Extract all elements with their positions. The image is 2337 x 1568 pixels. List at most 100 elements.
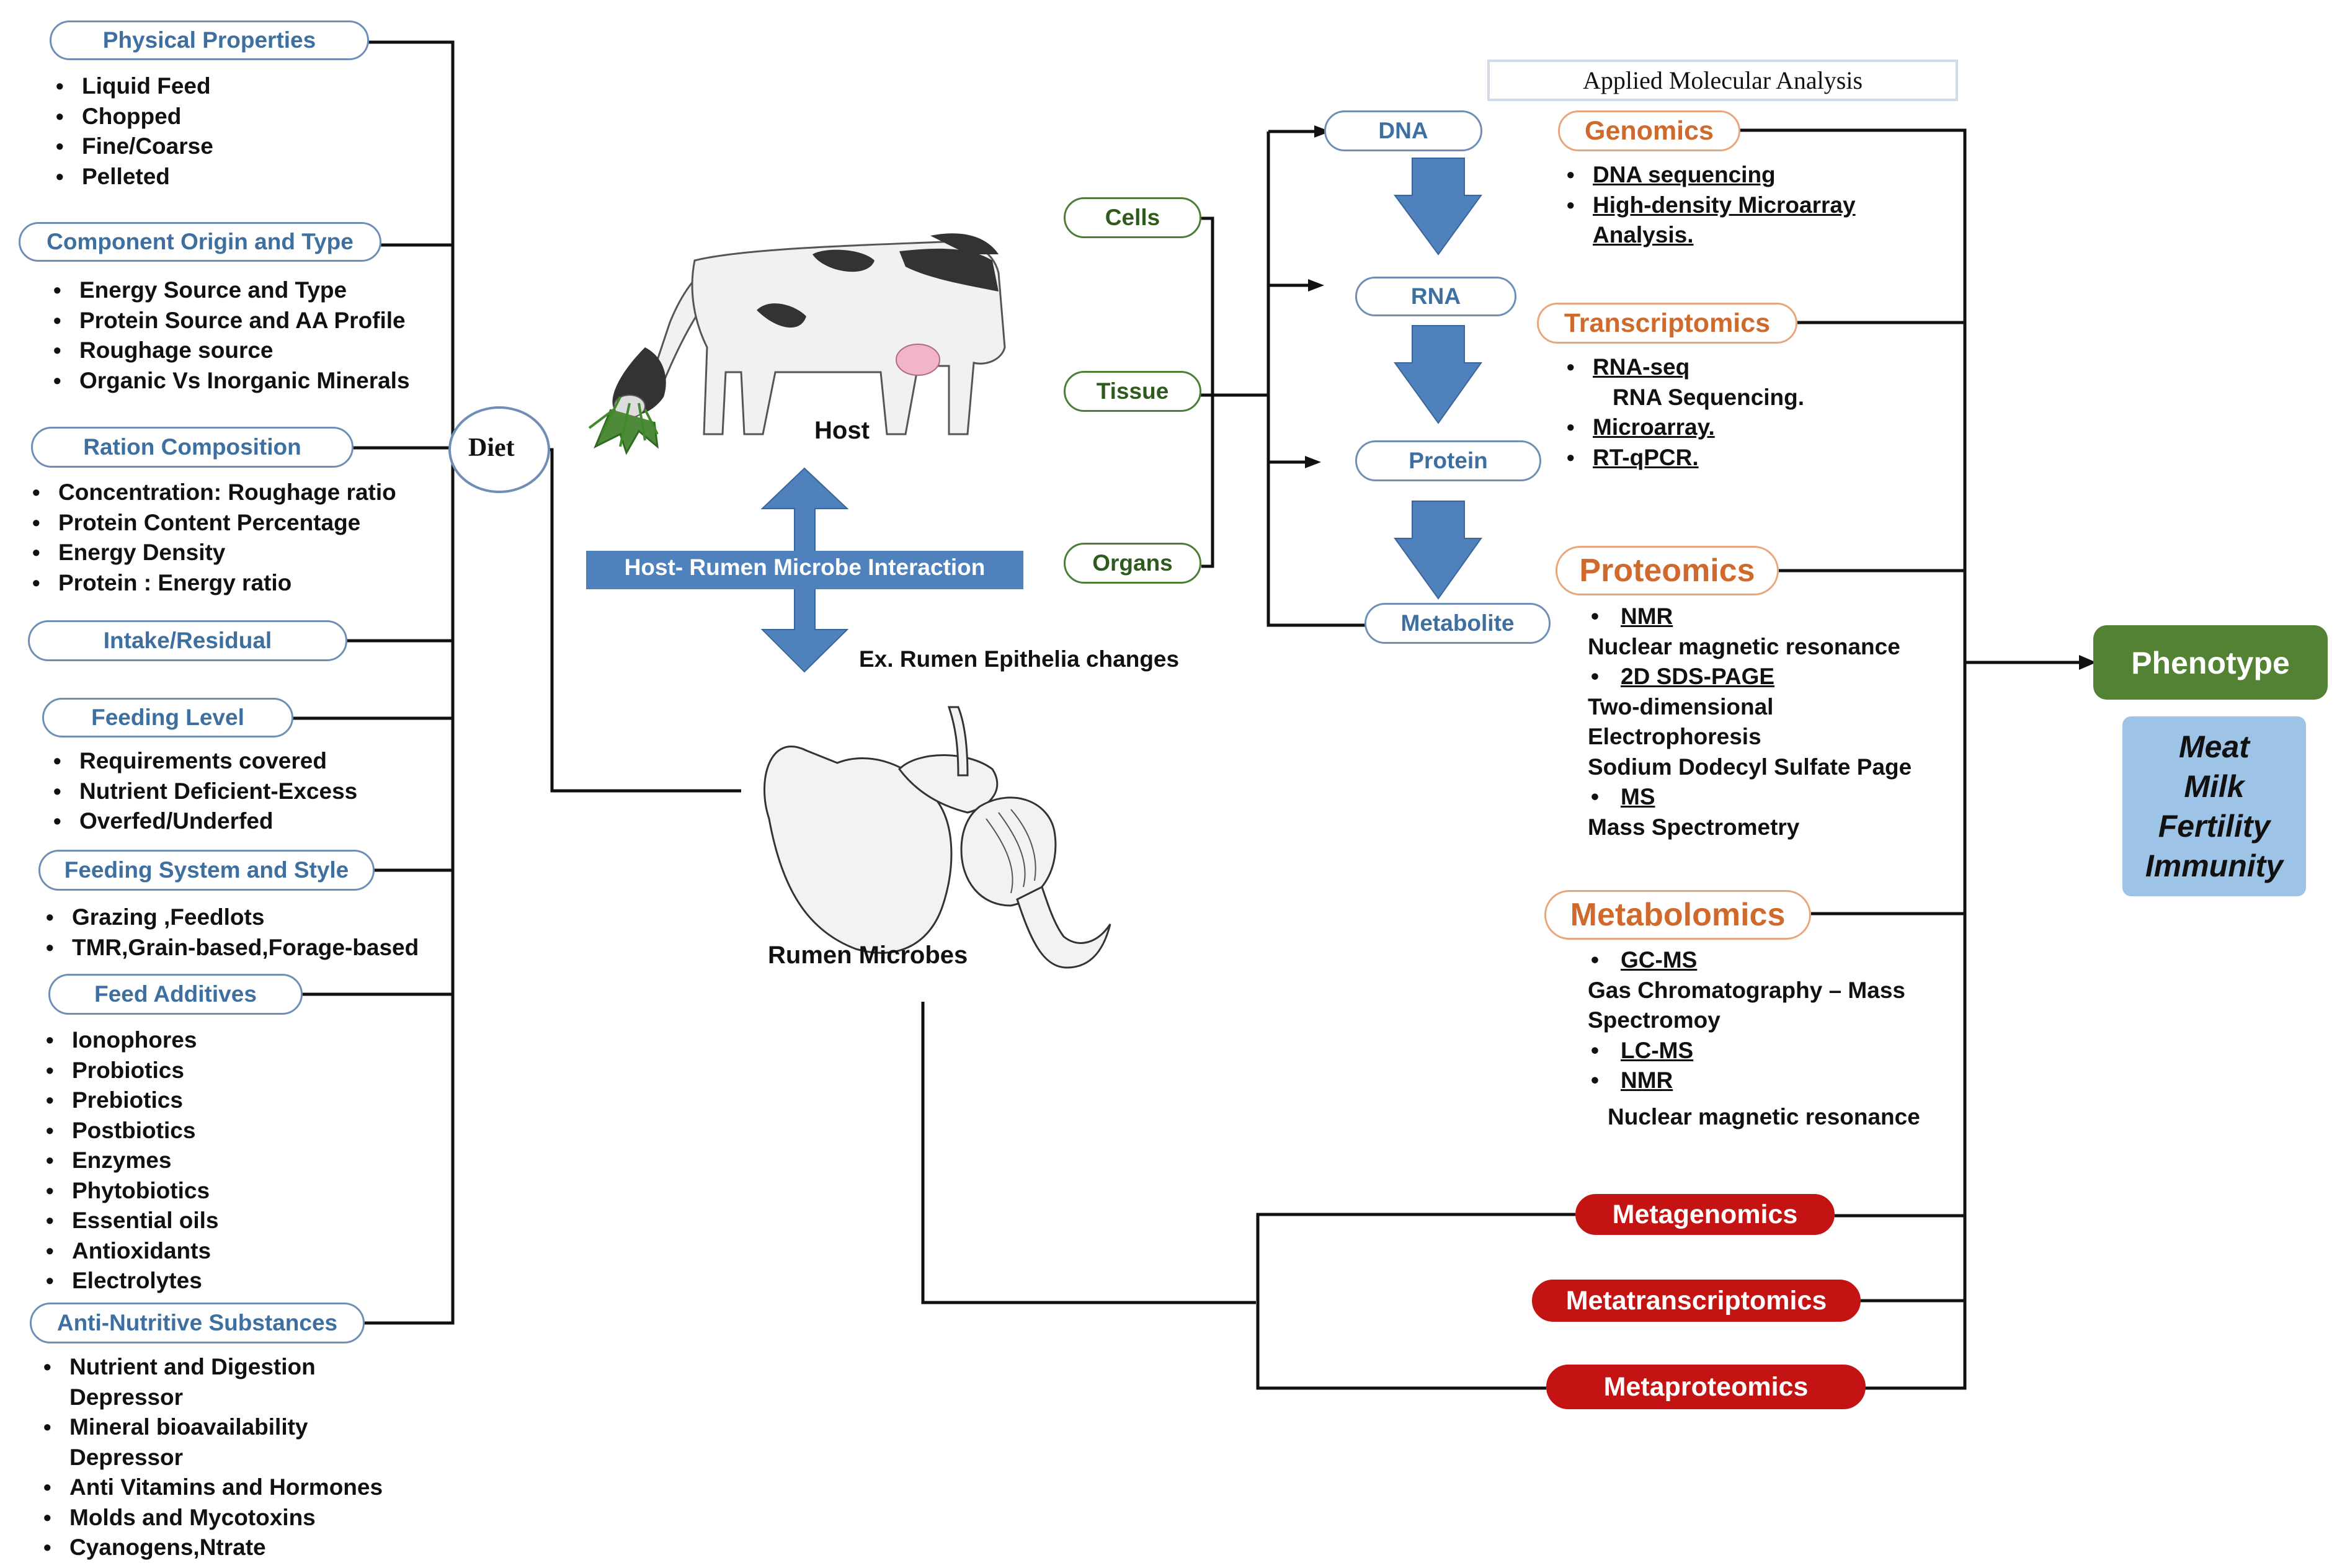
- category-anti-nutritive: Anti-Nutritive Substances: [30, 1303, 365, 1343]
- method-name: LC-MS: [1621, 1037, 1694, 1063]
- epithelia-label: Ex. Rumen Epithelia changes: [859, 646, 1180, 672]
- method-bullet: •NMR: [1591, 604, 1673, 629]
- arrowhead: [2079, 655, 2096, 670]
- method-bullet: •2D SDS-PAGE: [1591, 664, 1775, 689]
- list-item: Chopped: [52, 102, 213, 132]
- list-item: Energy Source and Type: [50, 275, 410, 306]
- list-item: Energy Density: [29, 538, 396, 568]
- method-desc: Spectromoy: [1588, 1007, 1720, 1033]
- connector-line: [921, 1002, 1256, 1304]
- list-item: Molds and Mycotoxins: [40, 1503, 383, 1533]
- list-item: Anti Vitamins and Hormones: [40, 1472, 383, 1503]
- method-desc: Two-dimensional: [1588, 693, 1774, 719]
- arrowhead: [1314, 125, 1330, 138]
- source-organs: Organs: [1064, 543, 1201, 584]
- list-item: Depressor: [69, 1444, 184, 1470]
- source-tissue: Tissue: [1064, 371, 1201, 412]
- method-name: GC-MS: [1621, 947, 1698, 973]
- applied-title: Applied Molecular Analysis: [1582, 66, 1863, 94]
- genomics-list: DNA sequencing High-density Microarray A…: [1563, 160, 1856, 251]
- category-physical-properties: Physical Properties: [50, 20, 369, 60]
- meta-metagenomics: Metagenomics: [1575, 1194, 1835, 1235]
- list-item: Essential oils: [42, 1206, 219, 1236]
- arrowhead: [1305, 456, 1321, 468]
- item-text: RNA-seq: [1593, 354, 1690, 380]
- list-item: DNA sequencing: [1563, 160, 1856, 190]
- connector-line: [1201, 216, 1214, 568]
- down-arrow: [1394, 325, 1482, 424]
- interaction-banner: [586, 551, 1023, 589]
- category-feed-additives: Feed Additives: [48, 974, 303, 1015]
- list-item: Analysis.: [1563, 220, 1856, 251]
- connector-line: [1633, 128, 1967, 1390]
- list-item: Electrolytes: [42, 1266, 219, 1296]
- method-bullet: •LC-MS: [1591, 1037, 1694, 1063]
- list-item: Cyanogens,Ntrate: [40, 1533, 383, 1563]
- method-desc: Electrophoresis: [1588, 724, 1761, 749]
- list-item: Nutrient and Digestion: [40, 1352, 383, 1383]
- traits-list: Meat Milk Fertility Immunity: [2122, 727, 2306, 886]
- item-text: RT-qPCR.: [1593, 444, 1699, 470]
- down-arrow: [1394, 158, 1482, 256]
- category-ration-composition: Ration Composition: [31, 427, 354, 468]
- host-label: Host: [814, 417, 870, 444]
- interaction-label: Host- Rumen Microbe Interaction: [624, 555, 986, 580]
- diet-circle: [448, 406, 550, 493]
- list-item: Enzymes: [42, 1146, 219, 1176]
- list-item: RNA-seq: [1563, 352, 1804, 383]
- list-item: Protein Source and AA Profile: [50, 306, 410, 336]
- molecule-metabolite: Metabolite: [1364, 603, 1551, 644]
- item-text: Analysis.: [1593, 222, 1694, 247]
- component-origin-list: Energy Source and Type Protein Source an…: [50, 275, 410, 396]
- item-text: High-density Microarray: [1593, 192, 1856, 218]
- omics-proteomics: Proteomics: [1556, 546, 1779, 595]
- list-item: Organic Vs Inorganic Minerals: [50, 366, 410, 396]
- list-item: Grazing ,Feedlots: [42, 902, 419, 933]
- trait-milk: Milk: [2184, 769, 2245, 804]
- category-feeding-system: Feeding System and Style: [38, 850, 375, 891]
- method-bullet: •MS: [1591, 784, 1655, 809]
- list-item: Concentration: Roughage ratio: [29, 478, 396, 508]
- item-text: Microarray.: [1593, 414, 1715, 440]
- trait-fertility: Fertility: [2158, 809, 2271, 844]
- method-desc: Nuclear magnetic resonance: [1588, 633, 1900, 659]
- list-item: Protein Content Percentage: [29, 508, 396, 538]
- list-item: Antioxidants: [42, 1236, 219, 1267]
- list-item: Roughage source: [50, 336, 410, 366]
- list-item: Probiotics: [42, 1056, 219, 1086]
- proteomics-details: •NMR Nuclear magnetic resonance •2D SDS-…: [1588, 602, 1912, 842]
- omics-transcriptomics: Transcriptomics: [1537, 303, 1797, 344]
- meta-metatranscriptomics: Metatranscriptomics: [1532, 1280, 1861, 1322]
- connector-line: [362, 40, 455, 1325]
- ration-composition-list: Concentration: Roughage ratio Protein Co…: [29, 478, 396, 598]
- method-desc: Nuclear magnetic resonance: [1608, 1103, 1920, 1129]
- feed-additives-list: Ionophores Probiotics Prebiotics Postbio…: [42, 1025, 219, 1296]
- list-item: Mineral bioavailability: [40, 1412, 383, 1443]
- meta-metaproteomics: Metaproteomics: [1546, 1365, 1866, 1409]
- down-arrow: [1394, 501, 1482, 600]
- list-item: Depressor: [69, 1384, 184, 1410]
- physical-properties-list: Liquid Feed Chopped Fine/Coarse Pelleted: [52, 71, 213, 192]
- transcriptomics-list: RNA-seq RNA Sequencing. Microarray. RT-q…: [1563, 352, 1804, 473]
- omics-genomics: Genomics: [1558, 110, 1740, 151]
- trait-immunity: Immunity: [2145, 849, 2284, 883]
- list-item: Protein : Energy ratio: [29, 568, 396, 599]
- feeding-system-list: Grazing ,Feedlots TMR,Grain-based,Forage…: [42, 902, 419, 963]
- method-bullet: •GC-MS: [1591, 947, 1698, 973]
- list-item: Phytobiotics: [42, 1176, 219, 1206]
- list-item: Fine/Coarse: [52, 131, 213, 162]
- feeding-level-list: Requirements covered Nutrient Deficient-…: [50, 746, 357, 837]
- cow-illustration: [588, 233, 1006, 455]
- list-item: Prebiotics: [42, 1085, 219, 1116]
- item-text: DNA sequencing: [1593, 162, 1776, 187]
- arrowhead: [1308, 279, 1324, 292]
- molecule-rna: RNA: [1355, 277, 1516, 316]
- list-item: Microarray.: [1563, 412, 1804, 443]
- list-item: RNA Sequencing.: [1613, 384, 1805, 410]
- list-item: Requirements covered: [50, 746, 357, 777]
- method-bullet: •NMR: [1591, 1067, 1673, 1093]
- rumen-microbes-label: Rumen Microbes: [768, 942, 968, 969]
- phenotype-label: Phenotype: [2131, 646, 2290, 680]
- category-intake-residual: Intake/Residual: [28, 620, 347, 661]
